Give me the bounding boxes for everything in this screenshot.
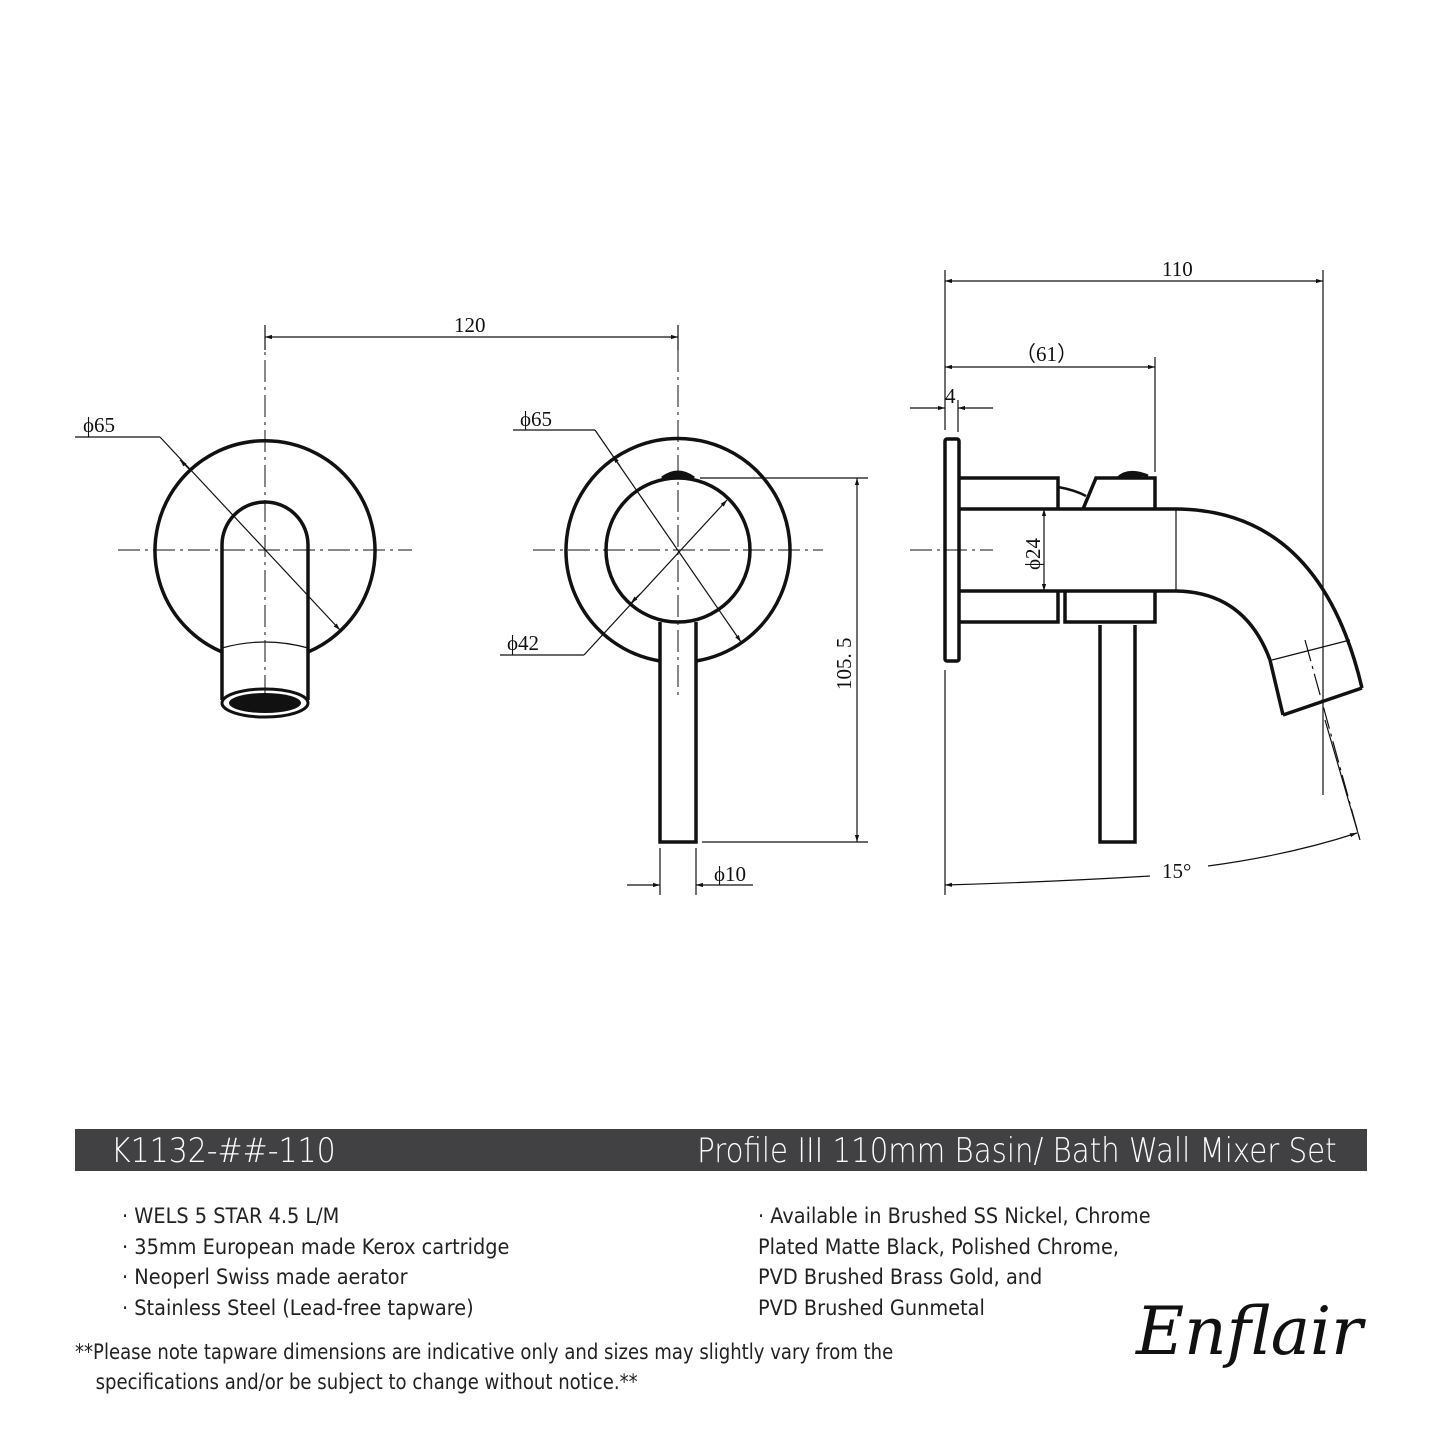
feature-item: · WELS 5 STAR 4.5 L/M (122, 1204, 340, 1228)
feature-item: · 35mm European made Kerox cartridge (122, 1234, 510, 1259)
product-banner: K1132-##-110 Profile III 110mm Basin/ Ba… (75, 1129, 1367, 1171)
centre-distance-label: 120 (454, 313, 486, 337)
feature-item: · Neoperl Swiss made aerator (122, 1265, 408, 1289)
product-title: Profile III 110mm Basin/ Bath Wall Mixer… (697, 1131, 1337, 1171)
finish-line: · Available in Brushed SS Nickel, Chrome (758, 1204, 1151, 1228)
spout-front-view (75, 325, 412, 719)
mixer-height-label: 105. 5 (832, 638, 856, 691)
technical-drawing: ϕ65 120 ϕ65 ϕ42 105. 5 (75, 257, 1364, 895)
lever-diameter-label: ϕ10 (714, 862, 746, 886)
side-view (910, 270, 1364, 895)
disclaimer-line-2: specifications and/or be subject to chan… (95, 1370, 638, 1394)
finish-line: PVD Brushed Gunmetal (758, 1295, 985, 1320)
spout-angle-label: 15° (1162, 859, 1191, 883)
mixer-front-view (500, 350, 868, 895)
projection-label: 110 (1162, 257, 1193, 281)
plate-thickness-label: 4 (945, 384, 956, 408)
product-code: K1132-##-110 (111, 1131, 336, 1171)
body-diameter-label: ϕ24 (1021, 537, 1045, 570)
finish-list: · Available in Brushed SS Nickel, Chrome… (758, 1201, 1151, 1323)
spout-diameter-label: ϕ65 (83, 413, 115, 437)
feature-list: · WELS 5 STAR 4.5 L/M · 35mm European ma… (122, 1201, 509, 1323)
mixer-inner-diameter-label: ϕ42 (507, 631, 539, 655)
enflair-logo: Enflair (1135, 1293, 1366, 1370)
feature-item: · Stainless Steel (Lead-free tapware) (122, 1295, 474, 1320)
disclaimer-line-1: **Please note tapware dimensions are ind… (75, 1340, 894, 1364)
logo-text: Enflair (1135, 1293, 1366, 1370)
finish-line: PVD Brushed Brass Gold, and (758, 1265, 1043, 1289)
finish-line: Plated Matte Black, Polished Chrome, (758, 1234, 1120, 1259)
centre-distance-dimension (264, 325, 679, 350)
mixer-outer-diameter-label: ϕ65 (520, 407, 552, 431)
disclaimer: **Please note tapware dimensions are ind… (75, 1337, 893, 1397)
body-length-label: （61） (1015, 342, 1078, 366)
